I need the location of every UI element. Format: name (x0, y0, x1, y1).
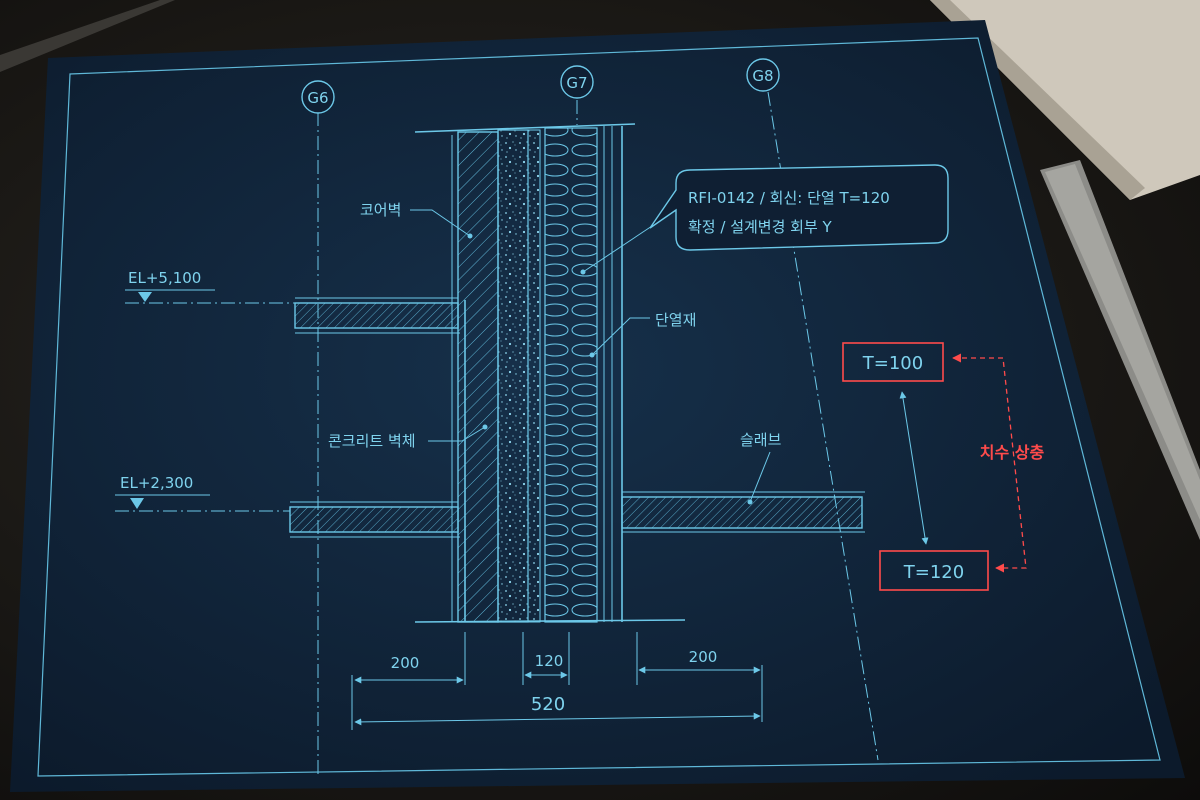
elevation-label-lower: EL+2,300 (120, 474, 193, 492)
grid-bubble-g7: G7 (560, 65, 594, 99)
rfi-note-line2: 확정 / 설계변경 회부 Y (688, 218, 833, 236)
core-wall-text: 코어벽 (360, 201, 401, 219)
grid-label-g6: G6 (307, 89, 328, 107)
rfi-callout: RFI-0142 / 회신: 단열 T=120 확정 / 설계변경 회부 Y (580, 164, 949, 275)
value-top-text: T=100 (862, 353, 923, 374)
grid-lines (317, 91, 879, 775)
discrepancy-group: T=100 T=120 치수 상충 (842, 342, 1045, 591)
elevation-marker-upper: EL+5,100 (125, 269, 295, 304)
elevation-marker-lower: EL+2,300 (115, 474, 290, 512)
concrete-wall-text: 콘크리트 벽체 (328, 432, 416, 450)
dimension-middle: 120 (535, 652, 564, 670)
value-box-top (842, 342, 944, 382)
value-bottom-text: T=120 (903, 562, 964, 583)
label-core-wall: 코어벽 (360, 201, 473, 239)
dimension-total: 520 (531, 694, 565, 715)
insulation-layer (544, 127, 598, 623)
grid-bubble-g6: G6 (301, 80, 335, 114)
grid-bubble-g8: G8 (746, 58, 780, 92)
sheet-border (37, 37, 1161, 777)
grid-label-g8: G8 (752, 67, 773, 85)
dimension-left: 200 (391, 654, 420, 672)
discrepancy-note: 치수 상충 (980, 443, 1045, 462)
slab-upper-left (294, 297, 460, 334)
concrete-wall-hatch (457, 131, 499, 623)
slab-text: 슬래브 (740, 431, 782, 449)
slab-lower-right (621, 491, 865, 533)
label-concrete-wall: 콘크리트 벽체 (328, 424, 488, 450)
speckle-layer (527, 129, 541, 623)
grid-label-g7: G7 (566, 74, 587, 92)
slab-lower-left (289, 501, 460, 538)
elevation-label-upper: EL+5,100 (128, 269, 201, 287)
dimension-right: 200 (689, 648, 718, 666)
core-wall-layer (497, 129, 529, 623)
label-insulation: 단열재 (589, 311, 696, 358)
pen (0, 0, 175, 72)
insulation-text: 단열재 (655, 311, 696, 329)
label-slab: 슬래브 (740, 431, 782, 505)
wall-section (414, 123, 686, 623)
rfi-note-line1: RFI-0142 / 회신: 단열 T=120 (688, 189, 890, 207)
ruler (1040, 160, 1200, 540)
dimension-lines: 200 120 200 520 (351, 632, 763, 730)
